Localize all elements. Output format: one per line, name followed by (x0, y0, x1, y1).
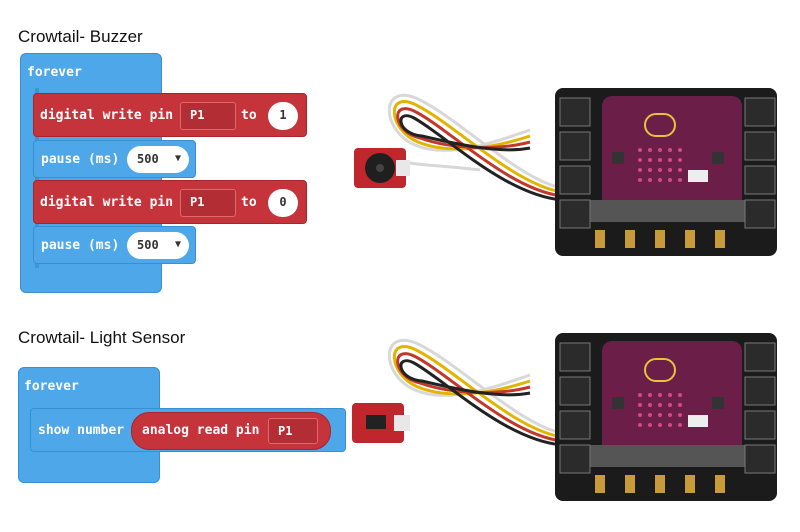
forever-label: forever (24, 379, 79, 394)
value-input[interactable]: 0 (268, 189, 298, 217)
pause-label: pause (ms) (41, 238, 120, 253)
pause-label: pause (ms) (41, 152, 120, 167)
chevron-down-icon: ▼ (174, 153, 181, 164)
analog-read-label: analog read pin (142, 423, 260, 438)
pin-dropdown[interactable]: P1 (180, 102, 236, 130)
light-section-title: Crowtail- Light Sensor (18, 328, 186, 347)
pause-dropdown[interactable]: 500 ▼ (127, 146, 189, 173)
pause-block-2[interactable]: pause (ms) 500 ▼ (33, 226, 196, 264)
buzzer-hardware-photo (354, 88, 777, 256)
light-sensor-module-icon (352, 403, 410, 443)
pause-value: 500 (137, 238, 159, 252)
digital-write-label: digital write pin (40, 108, 174, 123)
to-label: to (241, 108, 257, 123)
to-label: to (241, 195, 257, 210)
buzzer-section-title: Crowtail- Buzzer (18, 27, 143, 46)
forever-label: forever (27, 65, 82, 80)
show-number-block[interactable]: show number analog read pin P1 (30, 408, 346, 452)
microbit-board-icon (555, 333, 777, 501)
show-number-label: show number (38, 423, 125, 438)
digital-write-label: digital write pin (40, 195, 174, 210)
pause-dropdown[interactable]: 500 ▼ (127, 232, 189, 259)
pin-dropdown[interactable]: P1 (180, 189, 236, 217)
analog-read-block[interactable]: analog read pin P1 (131, 412, 331, 450)
pin-dropdown[interactable]: P1 (268, 418, 318, 444)
pause-value: 500 (137, 152, 159, 166)
digital-write-block-1[interactable]: digital write pin P1 to 1 (33, 93, 307, 137)
light-sensor-hardware-photo (352, 333, 777, 501)
value-input[interactable]: 1 (268, 102, 298, 130)
pause-block-1[interactable]: pause (ms) 500 ▼ (33, 140, 196, 178)
buzzer-module-icon (354, 148, 410, 188)
microbit-board-icon (555, 88, 777, 256)
digital-write-block-2[interactable]: digital write pin P1 to 0 (33, 180, 307, 224)
chevron-down-icon: ▼ (174, 239, 181, 250)
